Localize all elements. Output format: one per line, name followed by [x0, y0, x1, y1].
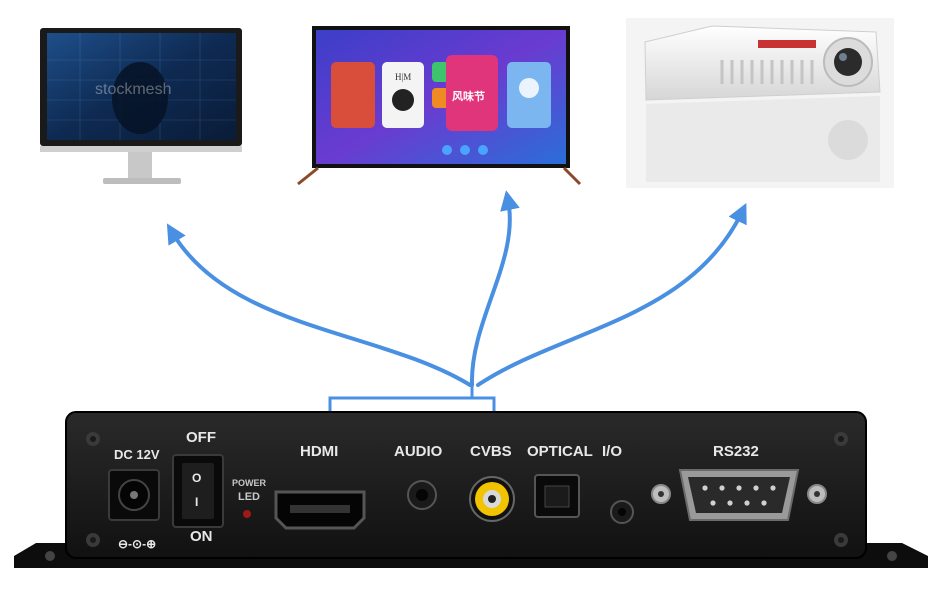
switch-i-mark: I	[195, 495, 198, 509]
io-jack-hole	[618, 508, 626, 516]
smart-tv-icon: H|M 风味节	[297, 26, 582, 186]
arrow-to-projector	[476, 202, 747, 387]
power-led-label-bottom: LED	[238, 491, 260, 503]
tv-dock-icon-3	[478, 145, 488, 155]
rs232-label: RS232	[713, 443, 759, 460]
hooded-figure	[112, 62, 168, 134]
tv-tile-1	[331, 62, 375, 128]
screw-icon	[86, 533, 100, 547]
cvbs-label: CVBS	[470, 443, 512, 460]
hdmi-label: HDMI	[300, 443, 338, 460]
monitor-base	[103, 178, 181, 184]
switch-off-label: OFF	[186, 429, 216, 446]
projector-icon	[626, 18, 894, 188]
switch-on-label: ON	[190, 528, 213, 545]
io-label: I/O	[602, 443, 622, 460]
dc-jack-pin	[130, 491, 138, 499]
projector-lens-glare	[839, 53, 847, 61]
rs232-pins	[702, 485, 776, 506]
tv-user-icon	[519, 78, 539, 98]
arrow-to-tv	[469, 190, 520, 387]
hdmi-port-contacts	[290, 505, 350, 513]
rs232-port-icon[interactable]	[651, 469, 827, 521]
cvbs-rca-pin	[488, 495, 496, 503]
rs232-standoff-hole	[814, 491, 820, 497]
monitor-neck	[128, 152, 152, 178]
optical-label: OPTICAL	[527, 443, 593, 460]
tv-leg-left	[297, 166, 319, 186]
power-switch-rocker[interactable]	[182, 463, 214, 519]
tv-dock-icon-2	[460, 145, 470, 155]
device-front-panel	[65, 411, 867, 559]
power-led-label-top: POWER	[232, 478, 267, 488]
polarity-symbol: ⊖-⊙-⊕	[118, 537, 156, 551]
arrow-to-monitor	[166, 223, 472, 387]
rs232-insert	[688, 477, 790, 513]
screw-icon	[834, 533, 848, 547]
tv-logo: H|M	[395, 72, 411, 82]
signal-arrows	[166, 190, 747, 387]
screw-icon	[834, 432, 848, 446]
audio-jack-hole	[416, 489, 428, 501]
flange-hole-right	[887, 551, 897, 561]
projector-red-stripe	[758, 40, 816, 48]
dc-label: DC 12V	[114, 447, 160, 462]
monitor-watermark: stockmesh	[95, 81, 171, 98]
flange-hole-left	[45, 551, 55, 561]
computer-monitor-icon: stockmesh	[40, 28, 242, 184]
screw-icon	[86, 432, 100, 446]
rs232-standoff-hole	[658, 491, 664, 497]
media-player-box: DC 12V ⊖-⊙-⊕ OFF O I ON POWER LED HDMI A…	[14, 411, 928, 568]
projector-lens-reflection	[828, 120, 868, 160]
projector-vents	[720, 60, 814, 84]
tv-tile-featured	[446, 55, 498, 131]
optical-port-shutter	[544, 485, 570, 508]
tv-featured-text: 风味节	[452, 89, 485, 103]
audio-label: AUDIO	[394, 443, 443, 460]
switch-o-mark: O	[192, 471, 201, 485]
tv-dock-icon-1	[442, 145, 452, 155]
tv-leg-right	[562, 166, 582, 186]
projector-lens	[834, 48, 862, 76]
power-led-icon	[243, 510, 251, 518]
projector-reflection	[646, 96, 880, 182]
monitor-chin	[40, 146, 242, 152]
tv-tile-portrait	[392, 89, 414, 111]
